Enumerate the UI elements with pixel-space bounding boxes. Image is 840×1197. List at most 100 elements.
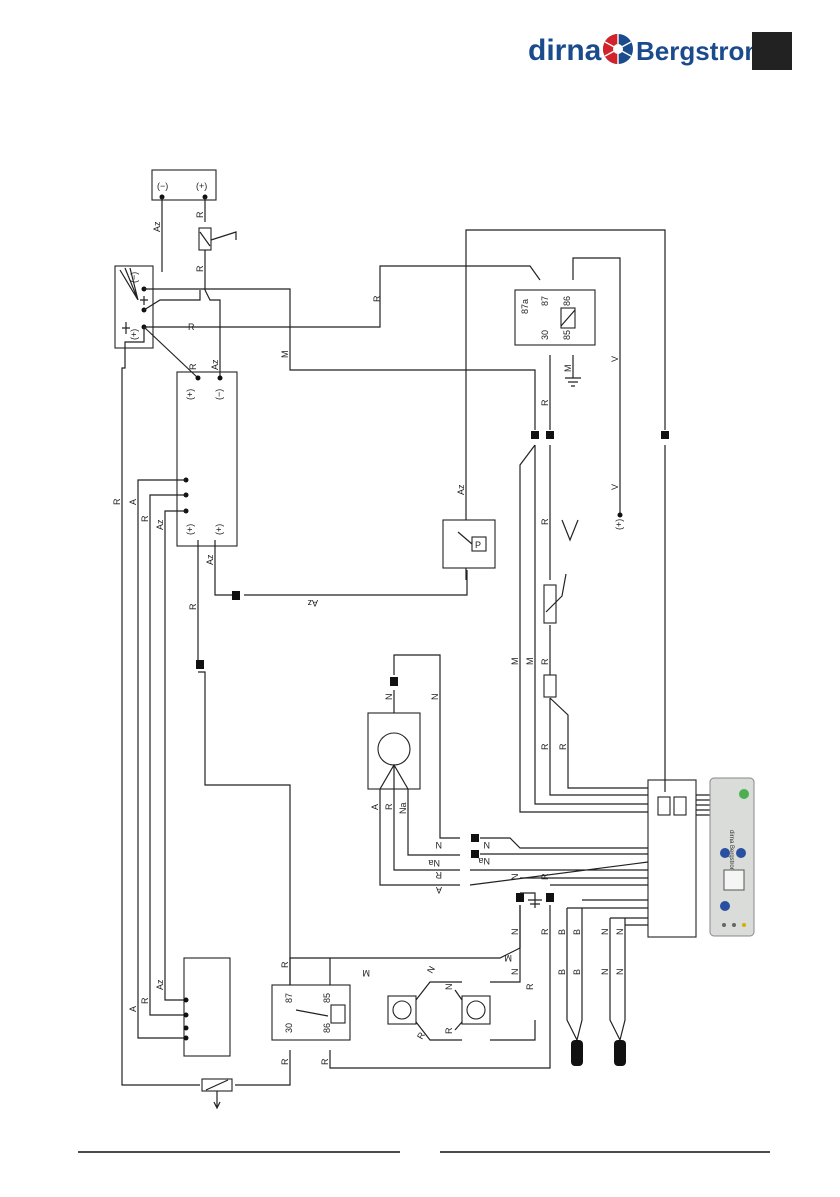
globe-icon (603, 34, 633, 64)
svg-text:P: P (475, 540, 481, 550)
battery-box: (−) (+) (152, 170, 216, 200)
svg-text:R: R (188, 363, 198, 370)
svg-text:Na: Na (478, 856, 490, 866)
svg-text:R: R (540, 928, 550, 935)
svg-text:R: R (540, 873, 550, 880)
panel-display (724, 870, 744, 890)
relay-top: 87a 87 86 30 85 (515, 290, 595, 345)
svg-text:(−): (−) (129, 272, 139, 283)
svg-text:Az: Az (205, 554, 215, 565)
svg-text:N: N (436, 840, 443, 850)
svg-text:N: N (510, 929, 520, 936)
brand-logo: dirna Bergstrom (528, 32, 792, 70)
svg-text:M: M (525, 658, 535, 666)
svg-text:V: V (610, 484, 620, 490)
logo-bergstrom-text: Bergstrom (636, 36, 767, 66)
svg-text:N: N (615, 929, 625, 936)
svg-text:R: R (195, 265, 205, 272)
svg-text:R: R (280, 1058, 290, 1065)
svg-text:A: A (370, 804, 380, 810)
svg-text:30: 30 (284, 1023, 294, 1033)
svg-text:(+): (+) (614, 519, 624, 530)
svg-text:Na: Na (398, 802, 408, 814)
svg-text:N: N (425, 964, 437, 975)
svg-text:Az: Az (456, 484, 466, 495)
svg-text:87: 87 (284, 993, 294, 1003)
svg-text:R: R (540, 743, 550, 750)
svg-text:(+): (+) (214, 524, 224, 535)
svg-text:N: N (615, 969, 625, 976)
svg-text:V: V (610, 356, 620, 362)
svg-text:(+): (+) (129, 329, 139, 340)
svg-text:R: R (140, 997, 150, 1004)
svg-text:R: R (558, 743, 568, 750)
svg-text:N: N (600, 929, 610, 936)
main-switch-block: (−) (+) (115, 266, 153, 348)
blower-motor (368, 690, 420, 789)
svg-text:R: R (540, 399, 550, 406)
resistor (544, 675, 556, 697)
svg-text:85: 85 (322, 993, 332, 1003)
connector-block (648, 780, 710, 937)
svg-text:N: N (510, 969, 520, 976)
svg-text:R: R (372, 295, 382, 302)
sensor-probe-left (571, 1040, 583, 1066)
svg-text:(+): (+) (185, 524, 195, 535)
svg-text:R: R (525, 983, 535, 990)
svg-text:Az: Az (210, 359, 220, 370)
svg-text:(+): (+) (196, 181, 207, 191)
svg-text:B: B (572, 969, 582, 975)
svg-text:R: R (320, 1058, 330, 1065)
svg-text:N: N (430, 694, 440, 701)
svg-text:B: B (557, 929, 567, 935)
svg-text:R: R (444, 1027, 454, 1034)
svg-text:Na: Na (428, 858, 440, 868)
control-panel: dirna Bergstrom (710, 778, 754, 936)
svg-text:(+): (+) (185, 389, 195, 400)
svg-text:A: A (128, 1006, 138, 1012)
svg-text:Az: Az (152, 221, 162, 232)
snowflake-icon (720, 901, 730, 911)
svg-text:86: 86 (322, 1023, 332, 1033)
svg-text:Az: Az (307, 598, 318, 608)
svg-text:Az: Az (155, 519, 165, 530)
svg-text:A: A (436, 885, 442, 895)
svg-text:87: 87 (540, 296, 550, 306)
svg-text:30: 30 (540, 330, 550, 340)
controller-box: (+) (−) (+) (+) (177, 372, 237, 546)
pressure-switch: P (443, 510, 495, 580)
svg-text:M: M (363, 968, 371, 978)
svg-text:M: M (505, 953, 513, 963)
svg-text:N: N (510, 874, 520, 881)
svg-text:N: N (444, 984, 454, 991)
svg-text:86: 86 (562, 296, 572, 306)
svg-text:R: R (384, 803, 394, 810)
svg-text:N: N (384, 694, 394, 701)
svg-text:R: R (140, 515, 150, 522)
svg-text:87a: 87a (520, 299, 530, 314)
svg-text:R: R (188, 322, 195, 332)
relay-bottom: 87 85 30 86 (272, 985, 350, 1040)
svg-text:85: 85 (562, 330, 572, 340)
svg-text:R: R (435, 870, 442, 880)
svg-text:Az: Az (155, 979, 165, 990)
svg-text:(−): (−) (157, 181, 168, 191)
page-tab-block (752, 32, 792, 70)
svg-text:B: B (572, 929, 582, 935)
power-icon (739, 789, 749, 799)
down-icon (736, 848, 746, 858)
condenser-fans (388, 982, 490, 1040)
svg-text:M: M (563, 365, 573, 373)
compressor-module (184, 958, 230, 1056)
svg-text:R: R (415, 1030, 427, 1041)
svg-text:M: M (280, 351, 290, 359)
svg-text:R: R (280, 961, 290, 968)
logo-dirna-text: dirna (528, 34, 602, 67)
svg-text:R: R (188, 603, 198, 610)
svg-text:R: R (540, 518, 550, 525)
svg-text:(−): (−) (214, 389, 224, 400)
svg-text:R: R (195, 211, 205, 218)
svg-text:N: N (484, 840, 491, 850)
svg-text:A: A (128, 499, 138, 505)
